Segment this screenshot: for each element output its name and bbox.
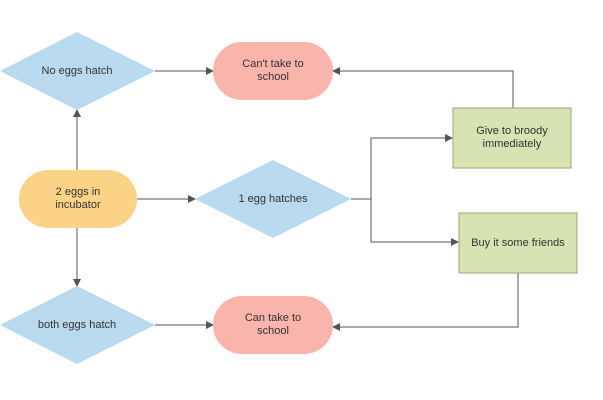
label-can-take-to-school: Can take to school bbox=[244, 312, 302, 337]
edge-one-egg-to-broody bbox=[351, 134, 453, 200]
label-buy-friends: Buy it some friends bbox=[471, 236, 565, 249]
label-one-egg-hatches: 1 egg hatches bbox=[238, 192, 308, 205]
decision-both-eggs-hatch bbox=[0, 286, 155, 364]
outcome-can-take-to-school bbox=[213, 296, 333, 354]
label-cant-take-to-school: Can't take to school bbox=[242, 58, 304, 83]
outcome-cant-take-to-school bbox=[213, 42, 333, 100]
label-no-eggs-hatch: No eggs hatch bbox=[41, 64, 113, 77]
decision-one-egg-hatches bbox=[195, 160, 351, 238]
label-give-to-broody: Give to broody immediately bbox=[476, 125, 548, 150]
action-give-to-broody bbox=[452, 107, 572, 169]
edge-friends-to-can-take bbox=[332, 273, 519, 331]
label-both-eggs-hatch: both eggs hatch bbox=[37, 318, 117, 331]
edge-broody-to-cant-take bbox=[332, 67, 514, 108]
action-buy-friends bbox=[458, 212, 578, 274]
edge-one-egg-to-friends bbox=[351, 198, 459, 246]
start-node bbox=[19, 170, 137, 228]
label-start: 2 eggs in incubator bbox=[55, 186, 101, 211]
decision-no-eggs-hatch bbox=[0, 32, 155, 110]
